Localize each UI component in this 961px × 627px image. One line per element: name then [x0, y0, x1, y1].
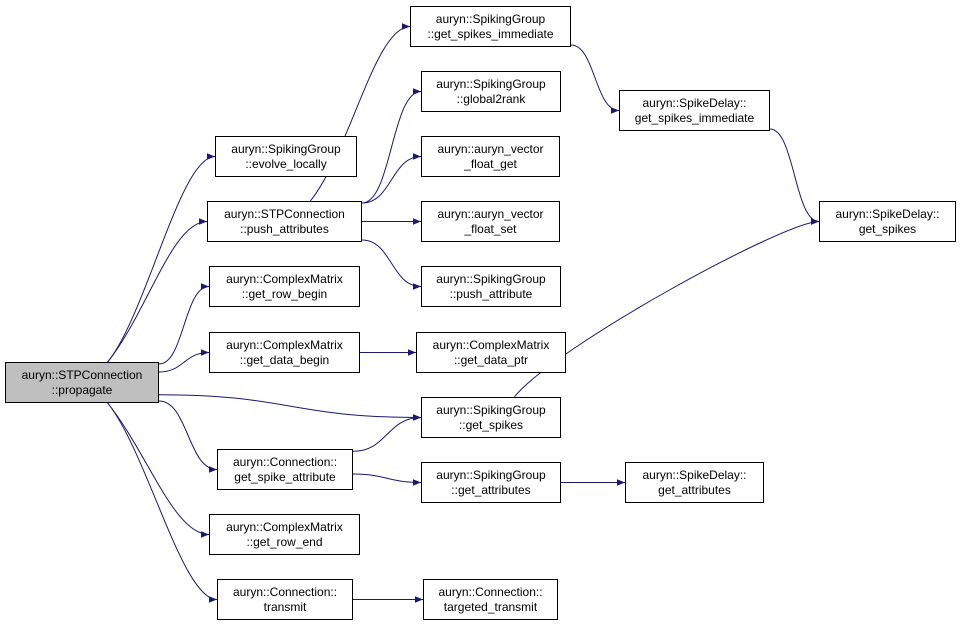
node-label-line: auryn::STPConnection: [21, 367, 143, 382]
node-label-line: auryn::Connection::: [232, 454, 338, 469]
node-spikinggroup-global2rank[interactable]: auryn::SpikingGroup ::global2rank: [421, 71, 561, 112]
node-spikinggroup-evolve-locally[interactable]: auryn::SpikingGroup ::evolve_locally: [215, 136, 357, 177]
node-complexmatrix-get-data-begin[interactable]: auryn::ComplexMatrix ::get_data_begin: [209, 332, 360, 373]
node-label-line: ::propagate: [51, 382, 113, 397]
call-edge-get_spike_attribute-to-get_spikes_sg: [352, 414, 422, 452]
node-label-line: auryn::SpikingGroup: [435, 11, 546, 26]
node-label-line: targeted_transmit: [443, 599, 538, 614]
node-connection-transmit[interactable]: auryn::Connection:: transmit: [217, 579, 353, 620]
node-label-line: ::get_row_end: [246, 534, 323, 549]
node-spikedelay-get-attributes[interactable]: auryn::SpikeDelay:: get_attributes: [625, 462, 764, 503]
call-edge-get_spikes_sg-to-get_spikes_sd: [513, 218, 820, 398]
call-edge-get_spikes_immediate_sd-to-get_spikes_sd: [769, 128, 820, 225]
node-stpconnection-push-attributes[interactable]: auryn::STPConnection ::push_attributes: [207, 201, 362, 242]
node-label-line: ::global2rank: [456, 91, 526, 106]
node-label-line: auryn::auryn_vector: [437, 141, 544, 156]
node-complexmatrix-get-row-end[interactable]: auryn::ComplexMatrix ::get_row_end: [209, 514, 360, 555]
node-label-line: auryn::SpikingGroup: [436, 402, 546, 417]
call-edge-push_attributes-to-vector_float_get: [361, 153, 422, 204]
node-label-line: auryn::STPConnection: [224, 206, 345, 221]
node-label-line: ::get_data_ptr: [453, 352, 529, 367]
node-spikedelay-get-spikes[interactable]: auryn::SpikeDelay:: get_spikes: [819, 201, 956, 242]
node-label-line: transmit: [263, 599, 307, 614]
node-label-line: get_attributes: [658, 482, 731, 497]
node-spikinggroup-get-attributes[interactable]: auryn::SpikingGroup ::get_attributes: [421, 462, 561, 503]
node-label-line: auryn::SpikingGroup: [436, 271, 546, 286]
call-edge-push_attributes-to-global2rank: [361, 88, 422, 204]
node-complexmatrix-get-row-begin[interactable]: auryn::ComplexMatrix ::get_row_begin: [209, 266, 360, 307]
node-label-line: auryn::ComplexMatrix: [226, 271, 343, 286]
call-edge-push_attributes-to-push_attribute: [361, 239, 422, 290]
node-spikinggroup-get-spikes[interactable]: auryn::SpikingGroup ::get_spikes: [421, 397, 561, 438]
node-label-line: _float_set: [464, 221, 517, 236]
node-label-line: ::push_attributes: [240, 221, 329, 236]
call-edge-get_spikes_immediate_sg-to-get_spikes_immediate_sd: [570, 44, 620, 114]
node-label-line: auryn::SpikeDelay::: [835, 206, 940, 221]
node-label-line: ::get_attributes: [451, 482, 531, 497]
node-connection-targeted-transmit[interactable]: auryn::Connection:: targeted_transmit: [423, 579, 558, 620]
node-label-line: ::evolve_locally: [245, 156, 327, 171]
node-complexmatrix-get-data-ptr[interactable]: auryn::ComplexMatrix ::get_data_ptr: [416, 332, 566, 373]
node-label-line: auryn::Connection::: [438, 584, 543, 599]
node-auryn-vector-float-get[interactable]: auryn::auryn_vector _float_get: [421, 136, 560, 177]
node-stpconnection-propagate: auryn::STPConnection ::propagate: [5, 362, 159, 403]
call-edge-root-to-push_attributes: [107, 218, 208, 363]
node-label-line: auryn::ComplexMatrix: [432, 337, 550, 352]
node-label-line: ::push_attribute: [449, 286, 533, 301]
node-label-line: auryn::auryn_vector: [437, 206, 544, 221]
node-label-line: auryn::ComplexMatrix: [226, 519, 343, 534]
node-label-line: auryn::SpikeDelay::: [642, 467, 747, 482]
node-label-line: ::get_spikes_immediate: [427, 26, 554, 41]
call-edge-root-to-get_data_begin: [158, 349, 210, 373]
node-label-line: _float_get: [464, 156, 517, 171]
node-label-line: get_spikes_immediate: [634, 110, 755, 125]
node-label-line: auryn::SpikingGroup: [436, 467, 546, 482]
node-label-line: auryn::SpikingGroup: [231, 141, 341, 156]
node-connection-get-spike-attribute[interactable]: auryn::Connection:: get_spike_attribute: [217, 449, 353, 490]
node-label-line: ::get_data_begin: [239, 352, 330, 367]
call-edge-root-to-get_spike_attribute: [158, 400, 218, 473]
call-edge-root-to-transmit: [107, 402, 218, 603]
node-spikinggroup-push-attribute[interactable]: auryn::SpikingGroup ::push_attribute: [421, 266, 561, 307]
node-label-line: auryn::SpikingGroup: [436, 76, 546, 91]
node-label-line: auryn::ComplexMatrix: [226, 337, 343, 352]
node-spikedelay-get-spikes-immediate[interactable]: auryn::SpikeDelay:: get_spikes_immediate: [619, 90, 770, 131]
node-label-line: ::get_spikes: [458, 417, 524, 432]
node-label-line: ::get_row_begin: [241, 286, 328, 301]
node-auryn-vector-float-set[interactable]: auryn::auryn_vector _float_set: [421, 201, 560, 242]
call-edge-root-to-get_spikes_sg: [158, 394, 422, 421]
node-label-line: get_spikes: [858, 221, 917, 236]
call-edge-root-to-get_row_begin: [158, 283, 210, 365]
call-edge-get_spike_attribute-to-get_attributes_sg: [352, 473, 422, 486]
node-label-line: get_spike_attribute: [234, 469, 336, 484]
call-edge-root-to-get_row_end: [107, 402, 210, 538]
node-label-line: auryn::Connection::: [232, 584, 338, 599]
call-edge-push_attributes-to-get_spikes_immediate_sg: [309, 23, 411, 202]
call-edge-root-to-evolve_locally: [107, 153, 216, 363]
node-spikinggroup-get-spikes-immediate[interactable]: auryn::SpikingGroup ::get_spikes_immedia…: [410, 6, 571, 47]
node-label-line: auryn::SpikeDelay::: [642, 95, 747, 110]
